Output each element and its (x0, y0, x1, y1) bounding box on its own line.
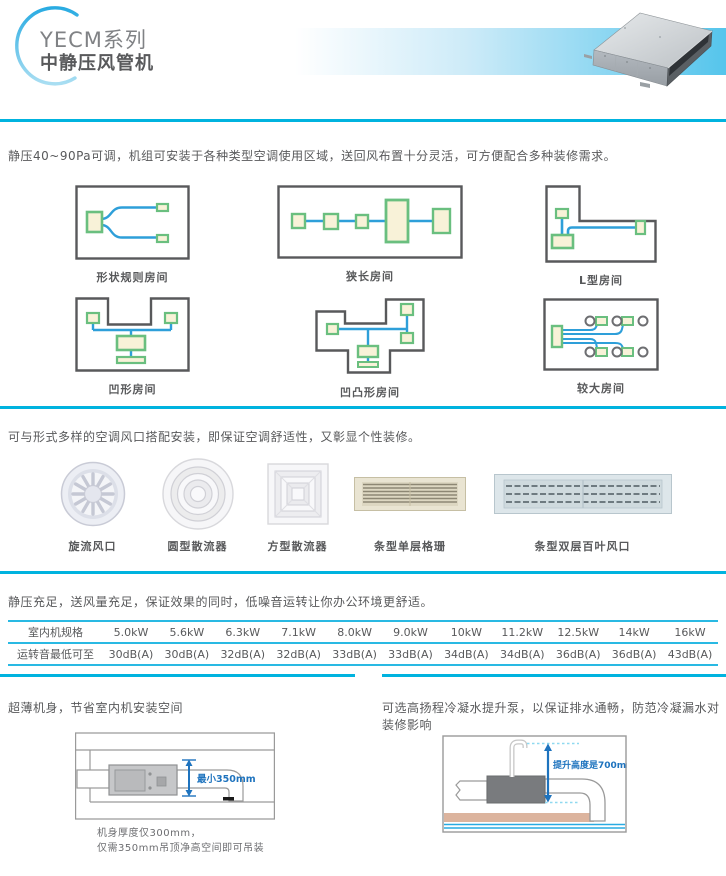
room-label: 狭长房间 (346, 270, 394, 283)
room-figure: 形状规则房间 (75, 185, 190, 285)
swirl-outlet-image (60, 461, 125, 527)
divider (0, 119, 726, 122)
room-label: 较大房间 (577, 382, 625, 395)
room-figure: 凹凸形房间 (315, 298, 425, 400)
noise-cell: 34dB(A) (494, 643, 551, 666)
spec-cell: 6.3kW (214, 620, 271, 644)
room-figure: L型房间 (545, 185, 657, 288)
outlet-gallery: 旋流风口 圆型散流器 (35, 458, 695, 554)
outlet-item: 条型单层格珊 (350, 458, 470, 554)
spec-cell: 10kW (438, 620, 495, 644)
round-diffuser-image (161, 458, 234, 530)
noise-cell: 36dB(A) (550, 643, 607, 666)
outlet-label: 条型单层格珊 (374, 540, 446, 553)
square-diffuser-image (266, 463, 329, 525)
spec-cell: 16kW (662, 620, 718, 644)
noise-cell: 34dB(A) (438, 643, 495, 666)
spec-cell: 8.0kW (326, 620, 383, 644)
room-figure: 狭长房间 (277, 185, 463, 284)
thin-body-caption: 机身厚度仅300mm， 仅需350mm吊顶净高空间即可吊装 (97, 826, 264, 856)
product-title: 中静压风管机 (40, 53, 154, 74)
duct-unit-photo (584, 12, 713, 88)
noise-cell: 30dB(A) (103, 643, 159, 666)
room-diagram-lshape-icon (545, 185, 657, 263)
drain-pump-heading: 可选高扬程冷凝水提升泵，以保证排水通畅，防范冷凝漏水对装修影响 (382, 701, 720, 732)
single-grille-image (354, 477, 466, 511)
spec-cell: 11.2kW (494, 620, 551, 644)
outlet-label: 圆型散流器 (167, 540, 228, 553)
section3-intro: 静压充足，送风量充足，保证效果的同时，低噪音运转让你办公环境更舒适。 (8, 595, 434, 609)
noise-cell: 33dB(A) (382, 643, 439, 666)
room-diagram-irregular-icon (315, 298, 425, 374)
spec-cell: 9.0kW (382, 620, 439, 644)
min-height-label: 最小350mm (197, 773, 256, 785)
caption-line: 仅需350mm吊顶净高空间即可吊装 (97, 843, 265, 854)
room-figure: 较大房间 (543, 298, 659, 396)
noise-table: 室内机规格 5.0kW 5.6kW 6.3kW 7.1kW 8.0kW 9.0k… (8, 620, 718, 666)
noise-cell: 32dB(A) (270, 643, 327, 666)
spec-cell: 5.0kW (103, 620, 159, 644)
room-label: 凹形房间 (108, 383, 157, 396)
room-label: L型房间 (578, 274, 623, 287)
divider (0, 406, 726, 409)
room-label: 凹凸形房间 (340, 386, 400, 399)
lift-height-label: 提升高度是700mm (553, 759, 627, 771)
double-grille-image (493, 474, 672, 514)
room-label: 形状规则房间 (96, 271, 169, 284)
spec-cell: 14kW (606, 620, 663, 644)
room-diagram-large-icon (543, 298, 659, 371)
noise-cell: 32dB(A) (214, 643, 271, 666)
room-diagram-regular-icon (75, 185, 190, 260)
caption-line: 机身厚度仅300mm， (97, 828, 202, 839)
noise-cell: 43dB(A) (662, 643, 718, 666)
divider (0, 674, 355, 677)
spec-cell: 12.5kW (550, 620, 607, 644)
outlet-label: 方型散流器 (267, 540, 328, 553)
drain-lift-diagram: 提升高度是700mm (442, 735, 627, 833)
divider (382, 674, 726, 677)
outlet-item: 条型双层百叶风口 (470, 458, 695, 554)
spec-cell: 5.6kW (158, 620, 215, 644)
room-diagram-narrow-icon (277, 185, 463, 259)
series-title: YECM系列 (40, 28, 147, 52)
outlet-item: 方型散流器 (245, 458, 350, 554)
section2-intro: 可与形式多样的空调风口搭配安装，即保证空调舒适性，又彰显个性装修。 (8, 430, 421, 444)
outlet-label: 条型双层百叶风口 (534, 540, 631, 553)
outlet-item: 旋流风口 (35, 458, 150, 554)
noise-row: 运转音最低可至 30dB(A) 30dB(A) 32dB(A) 32dB(A) … (8, 643, 718, 666)
divider (0, 571, 726, 574)
outlet-item: 圆型散流器 (150, 458, 245, 554)
section1-intro: 静压40~90Pa可调，机组可安装于各种类型空调使用区域，送回风布置十分灵活，可… (8, 149, 617, 163)
noise-cell: 30dB(A) (158, 643, 215, 666)
noise-row-header: 运转音最低可至 (8, 643, 103, 666)
room-diagram-concave-icon (75, 297, 190, 372)
room-figure: 凹形房间 (75, 297, 190, 397)
noise-cell: 33dB(A) (326, 643, 383, 666)
ceiling-install-diagram: 最小350mm (75, 732, 275, 820)
logo-arc-icon (15, 6, 79, 86)
noise-cell: 36dB(A) (606, 643, 663, 666)
thin-body-heading: 超薄机身，节省室内机安装空间 (8, 701, 184, 715)
outlet-label: 旋流风口 (68, 540, 117, 553)
spec-cell: 7.1kW (270, 620, 327, 644)
spec-row: 室内机规格 5.0kW 5.6kW 6.3kW 7.1kW 8.0kW 9.0k… (8, 620, 718, 644)
spec-row-header: 室内机规格 (8, 620, 103, 644)
